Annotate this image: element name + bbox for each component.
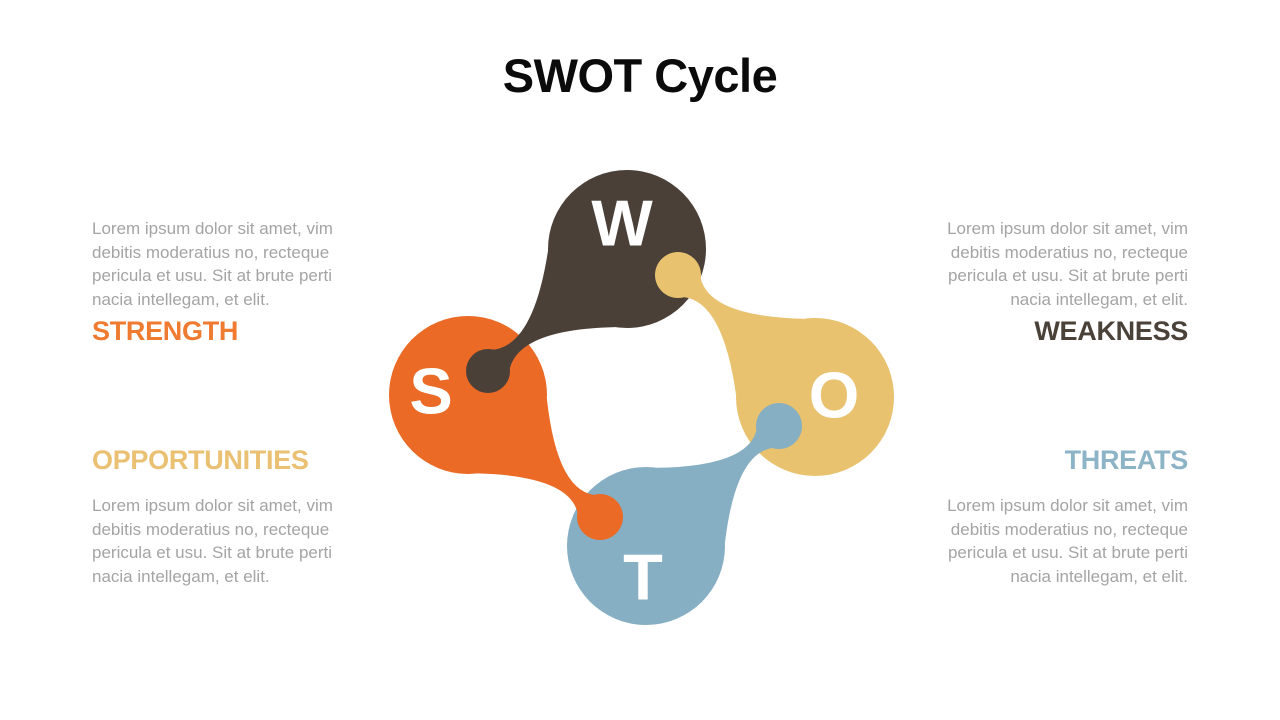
node-strength-letter: S bbox=[409, 355, 452, 428]
connector-opportunities-to-weakness bbox=[672, 267, 804, 395]
connector-threats-blob bbox=[756, 403, 802, 449]
node-threats-letter: T bbox=[623, 541, 663, 614]
weakness-description: Lorem ipsum dolor sit amet, vim debitis … bbox=[947, 219, 1188, 309]
threats-heading: THREATS bbox=[1064, 445, 1189, 475]
slide-title: SWOT Cycle bbox=[502, 49, 778, 102]
opportunities-heading: OPPORTUNITIES bbox=[92, 445, 309, 475]
connector-weakness-to-strength bbox=[482, 250, 615, 379]
connector-strength-blob bbox=[577, 494, 623, 540]
weakness-heading: WEAKNESS bbox=[1034, 316, 1188, 346]
threats-description: Lorem ipsum dolor sit amet, vim debitis … bbox=[947, 496, 1188, 586]
connector-strength-to-threats bbox=[478, 398, 606, 525]
node-weakness-letter: W bbox=[591, 187, 653, 260]
connector-threats-to-opportunities bbox=[656, 418, 785, 544]
strength-description: Lorem ipsum dolor sit amet, vim debitis … bbox=[92, 219, 333, 309]
connector-weakness-blob bbox=[466, 349, 510, 393]
node-opportunities-letter: O bbox=[809, 359, 860, 432]
opportunities-description: Lorem ipsum dolor sit amet, vim debitis … bbox=[92, 496, 333, 586]
strength-heading: STRENGTH bbox=[92, 316, 239, 346]
connector-opportunities-blob bbox=[655, 252, 701, 298]
